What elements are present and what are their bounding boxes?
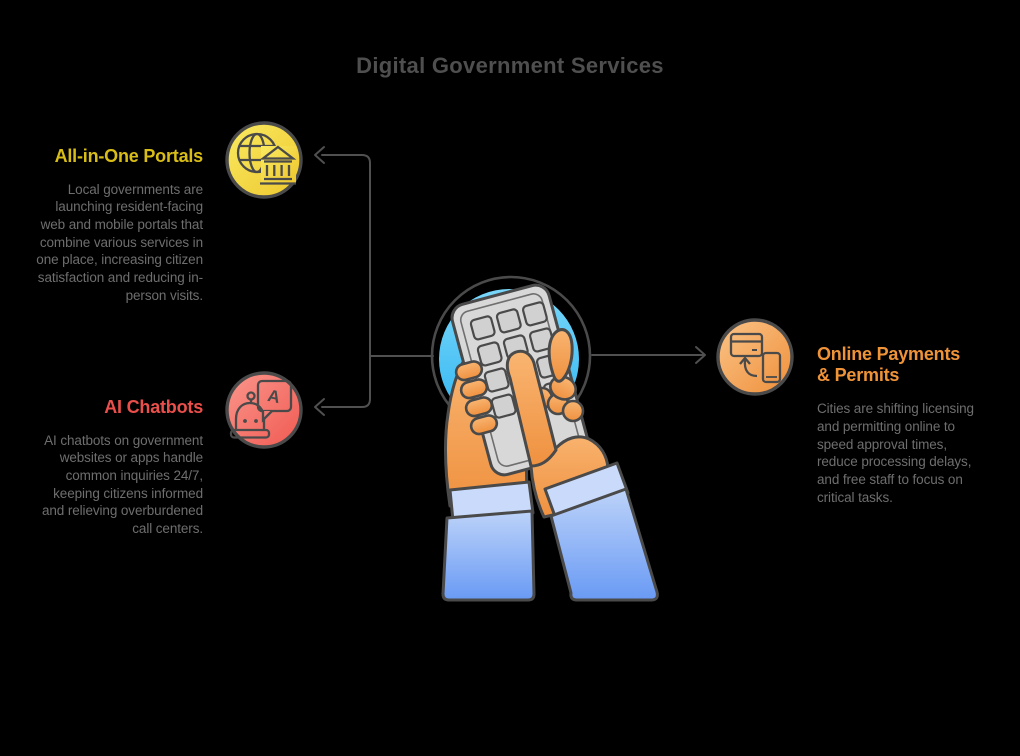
chatbots-description: AI chatbots on government websites or ap… [41,432,203,537]
pressing-index-finger [505,349,558,468]
arrow-left-top-icon [314,146,325,164]
right-sleeve [549,487,659,602]
chatbot-letter: A [266,386,282,407]
left-sleeve [441,509,536,602]
page-title: Digital Government Services [356,53,664,78]
transfer-arrow-glyph [743,359,758,378]
chatbots-heading: AI Chatbots [104,397,203,417]
right-hand-thumb [547,328,574,383]
connector-lines [314,146,706,416]
hands-phone-illustration [430,275,659,602]
payment-transfer-icon [716,318,794,396]
credit-card-glyph [729,332,764,358]
section-online-payments-permits: Online Payments & Permits Cities are shi… [817,344,991,506]
right-hand-knuckles [530,375,585,423]
portals-heading: All-in-One Portals [54,146,204,166]
portals-description: Local governments are launching resident… [36,181,203,303]
payments-description: Cities are shifting licensing and permit… [817,401,974,505]
left-branch-connector [321,154,371,408]
mobile-phone-glyph [761,351,782,384]
section-ai-chatbots: AI Chatbots AI chatbots on government we… [33,397,203,538]
left-hand-fingertips [454,360,499,436]
section-all-in-one-portals: All-in-One Portals Local governments are… [33,146,203,304]
ai-chatbot-robot-icon: A [225,371,303,449]
arrow-left-bottom-icon [314,398,325,416]
bank-building-glyph [259,145,297,185]
globe-government-portal-icon [225,121,303,199]
arrow-right-icon [695,346,706,364]
payments-heading: Online Payments & Permits [817,344,961,385]
